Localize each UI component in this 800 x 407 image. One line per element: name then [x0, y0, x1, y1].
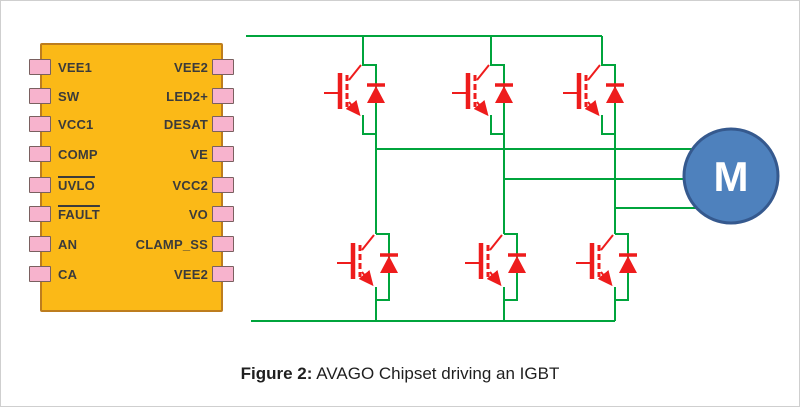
motor-label: M — [714, 153, 749, 200]
pin-label-vee2-top: VEE2 — [173, 60, 208, 75]
pin-ca — [29, 266, 51, 282]
pin-fault — [29, 206, 51, 222]
pin-vcc1 — [29, 116, 51, 132]
figure-caption: Figure 2: AVAGO Chipset driving an IGBT — [1, 364, 799, 384]
leg2-top-emitter-stub — [490, 115, 504, 135]
pin-an — [29, 236, 51, 252]
pin-desat — [212, 116, 234, 132]
pin-label-vcc2: VCC2 — [172, 178, 208, 193]
caption-prefix: Figure 2: — [240, 364, 313, 383]
leg3-top-emitter-stub — [601, 115, 615, 135]
pin-sw — [29, 88, 51, 104]
pin-vo — [212, 206, 234, 222]
pin-label-vcc1: VCC1 — [58, 117, 94, 132]
pin-label-fault: FAULT — [58, 207, 100, 222]
pin-comp — [29, 146, 51, 162]
pin-label-ca: CA — [58, 267, 78, 282]
pin-label-desat: DESAT — [163, 117, 208, 132]
caption-text: AVAGO Chipset driving an IGBT — [312, 364, 560, 383]
pin-clamp-ss — [212, 236, 234, 252]
pin-vee1 — [29, 59, 51, 75]
pin-label-vee1: VEE1 — [58, 60, 93, 75]
pin-label-clamp-ss: CLAMP_SS — [135, 237, 208, 252]
pin-label-led2plus: LED2+ — [166, 89, 208, 104]
pin-vee2-bottom — [212, 266, 234, 282]
motor-body — [682, 127, 780, 225]
pin-label-comp: COMP — [58, 147, 98, 162]
pin-vcc2 — [212, 177, 234, 193]
pin-label-vee2-bottom: VEE2 — [173, 267, 208, 282]
pin-led2plus — [212, 88, 234, 104]
pin-ve — [212, 146, 234, 162]
leg1-top-emitter-stub — [362, 115, 376, 135]
pin-label-ve: VE — [190, 147, 208, 162]
pin-vee2-top — [212, 59, 234, 75]
pin-label-vo: VO — [188, 207, 208, 222]
pin-label-sw: SW — [58, 89, 80, 104]
avago-chip-body — [40, 43, 223, 312]
pin-label-an: AN — [58, 237, 78, 252]
pin-label-uvlo: UVLO — [58, 178, 95, 193]
igbt-bridge-schematic: M — [246, 35, 780, 322]
pin-uvlo — [29, 177, 51, 193]
